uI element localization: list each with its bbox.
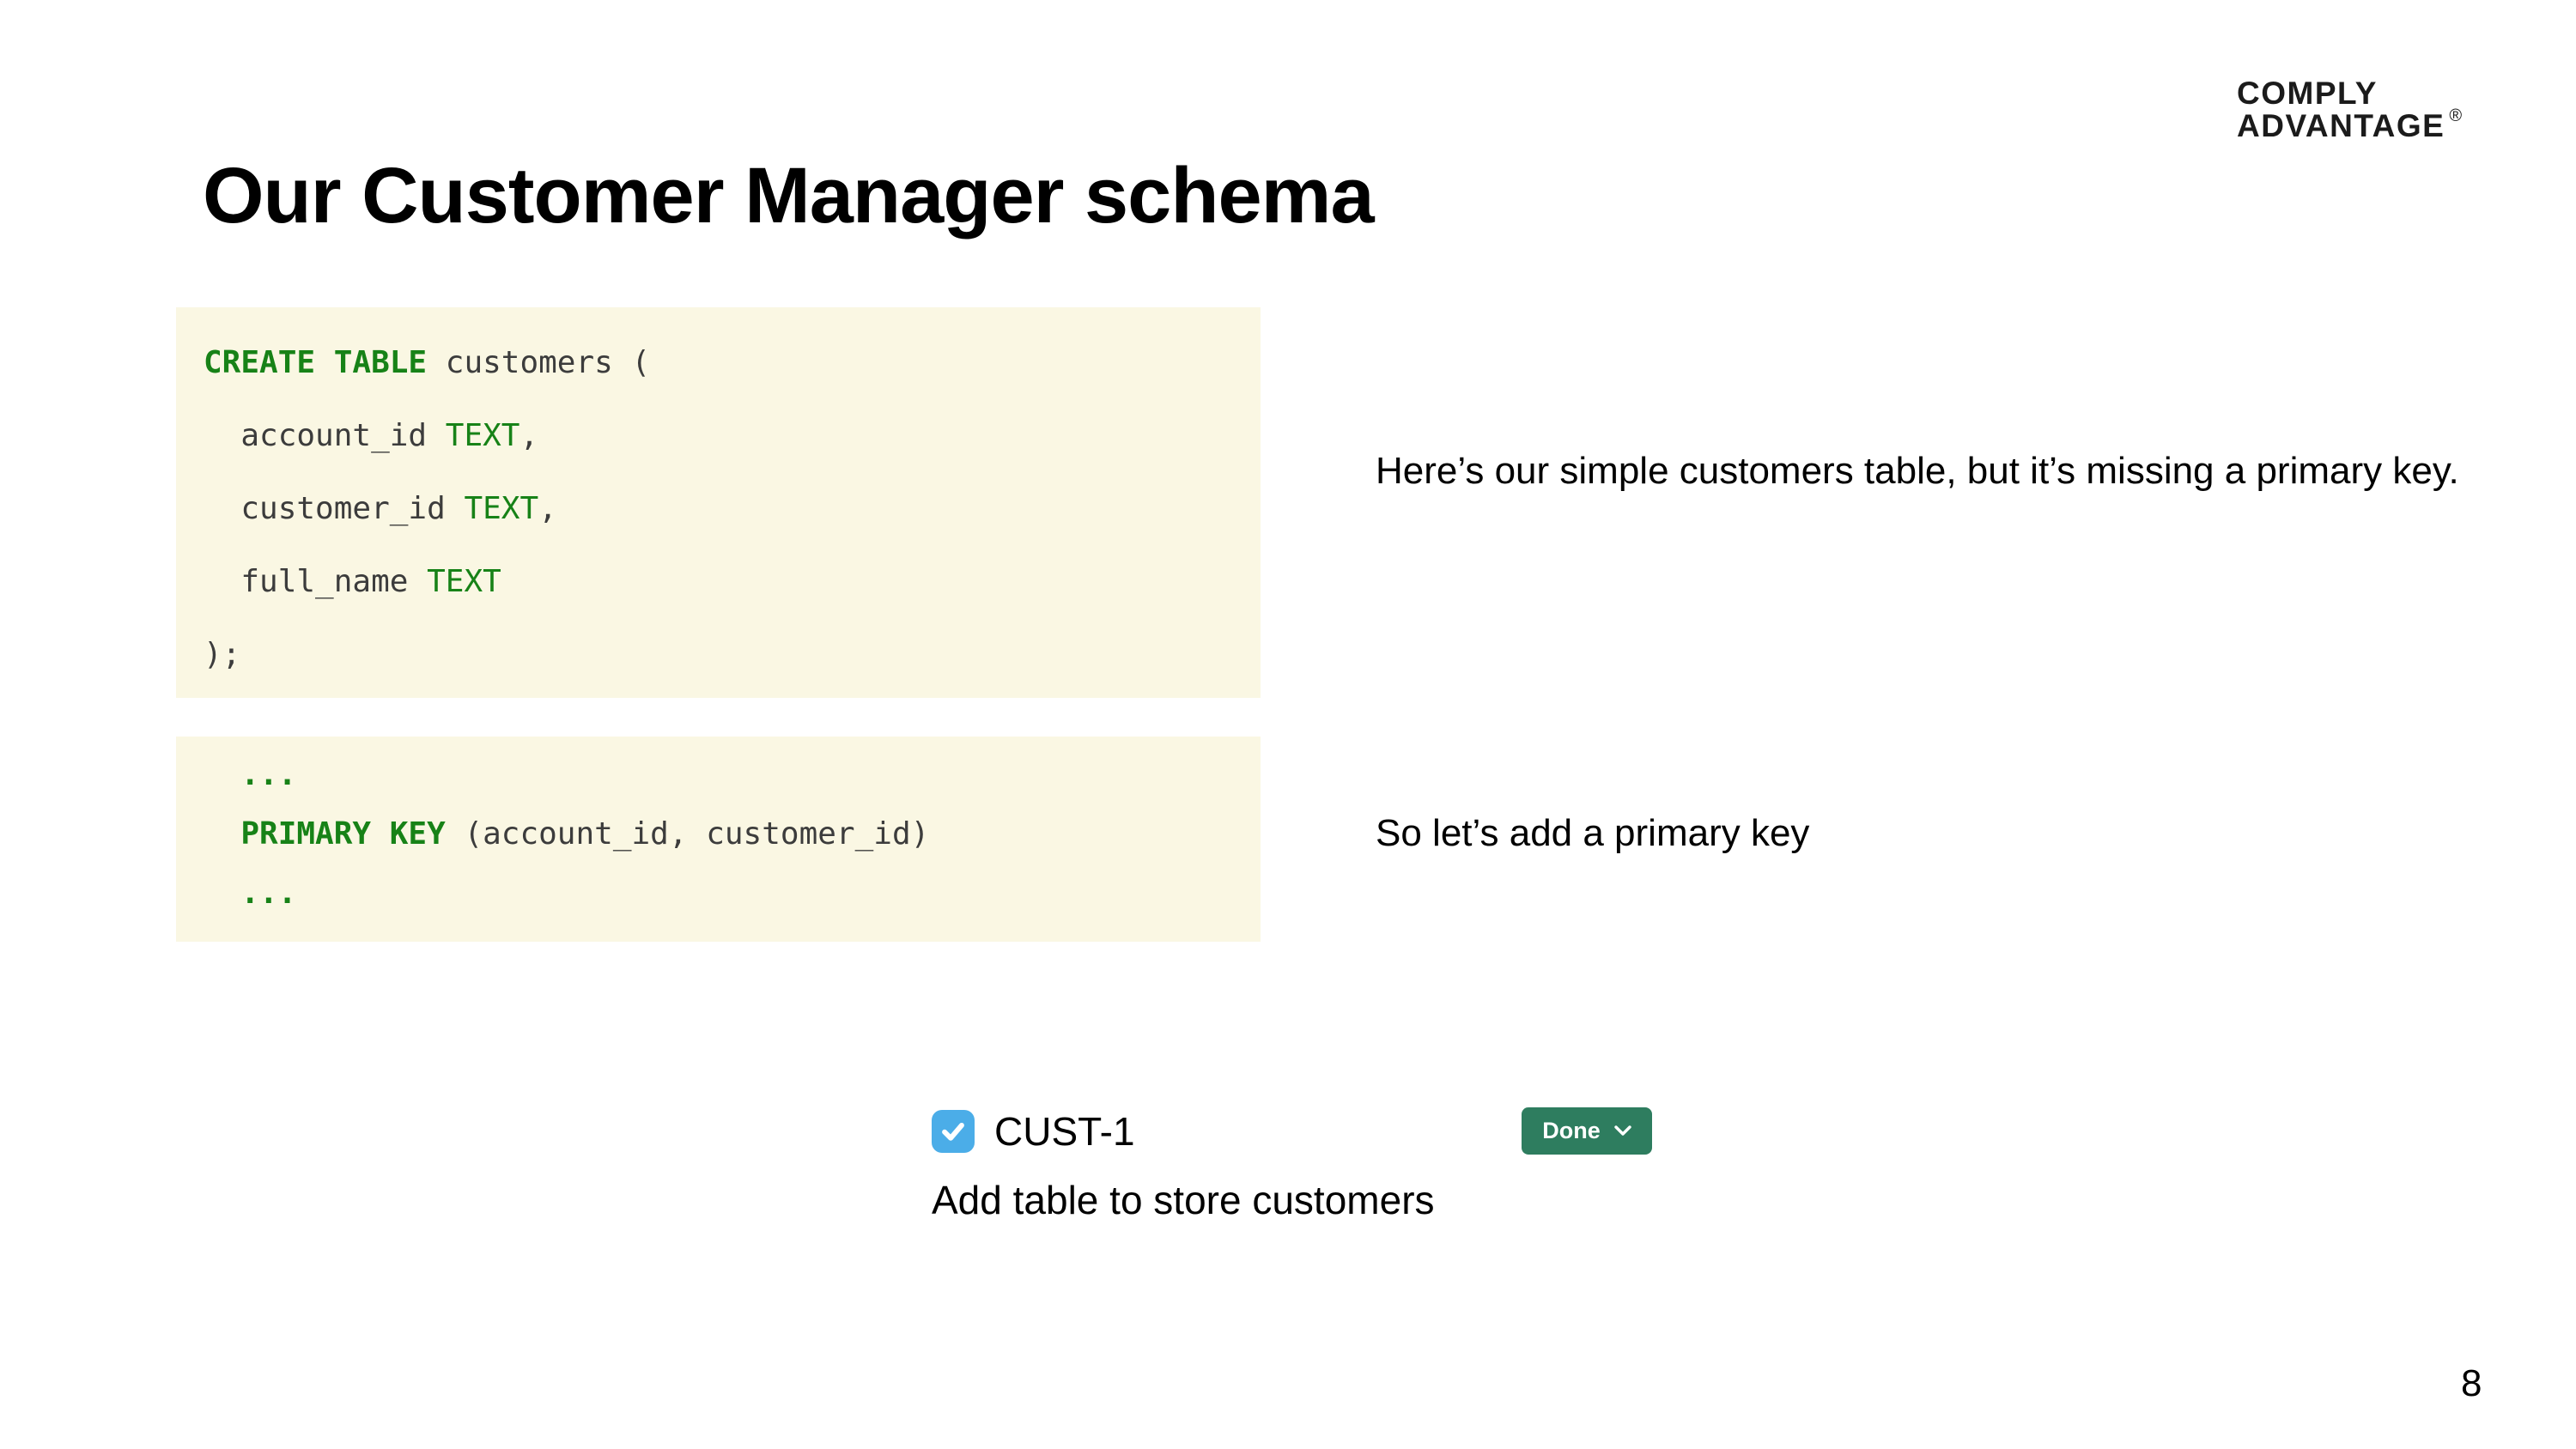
code-block-create-table: CREATE TABLE customers ( account_id TEXT…: [176, 307, 1261, 698]
sql-type: TEXT: [427, 564, 501, 599]
code-line: full_name TEXT: [204, 545, 1261, 618]
code-line: ...: [204, 864, 1261, 923]
sql-type: TEXT: [464, 491, 539, 526]
note-missing-primary-key: Here’s our simple customers table, but i…: [1376, 450, 2459, 492]
sql-keyword: CREATE TABLE: [204, 345, 428, 380]
code-line: CREATE TABLE customers (: [204, 326, 1261, 399]
sql-punctuation: ,: [519, 418, 539, 453]
code-line: PRIMARY KEY (account_id, customer_id): [204, 804, 1261, 864]
note-add-primary-key: So let’s add a primary key: [1376, 812, 1810, 854]
page-number: 8: [2461, 1362, 2482, 1404]
sql-ellipsis: ...: [204, 757, 297, 792]
status-button-done[interactable]: Done: [1522, 1107, 1652, 1155]
page-title: Our Customer Manager schema: [203, 152, 1375, 239]
code-line: ...: [204, 745, 1261, 804]
task-checkbox[interactable]: [932, 1110, 975, 1153]
brand-logo: COMPLY ADVANTAGE®: [2237, 76, 2463, 148]
sql-identifier: full_name: [204, 564, 428, 599]
chevron-down-icon: [1614, 1125, 1631, 1136]
code-block-primary-key: ... PRIMARY KEY (account_id, customer_id…: [176, 737, 1261, 942]
status-button-label: Done: [1542, 1118, 1601, 1143]
ticket-key: CUST-1: [994, 1109, 1135, 1154]
sql-identifier: customer_id: [204, 491, 465, 526]
ticket-summary: Add table to store customers: [932, 1178, 1435, 1222]
check-icon: [942, 1122, 964, 1141]
sql-identifier: customers (: [427, 345, 651, 380]
registered-trademark: ®: [2449, 106, 2463, 125]
brand-logo-line2: ADVANTAGE®: [2237, 106, 2463, 143]
code-line: );: [204, 618, 1261, 691]
code-line: customer_id TEXT,: [204, 472, 1261, 545]
sql-ellipsis: ...: [204, 876, 297, 911]
sql-identifier: account_id: [204, 418, 446, 453]
sql-type: TEXT: [445, 418, 520, 453]
sql-identifier: (account_id, customer_id): [445, 816, 930, 852]
sql-punctuation: );: [204, 637, 241, 672]
sql-keyword: PRIMARY KEY: [204, 816, 446, 852]
brand-logo-line1: COMPLY: [2237, 76, 2378, 111]
sql-punctuation: ,: [538, 491, 557, 526]
code-line: account_id TEXT,: [204, 399, 1261, 472]
